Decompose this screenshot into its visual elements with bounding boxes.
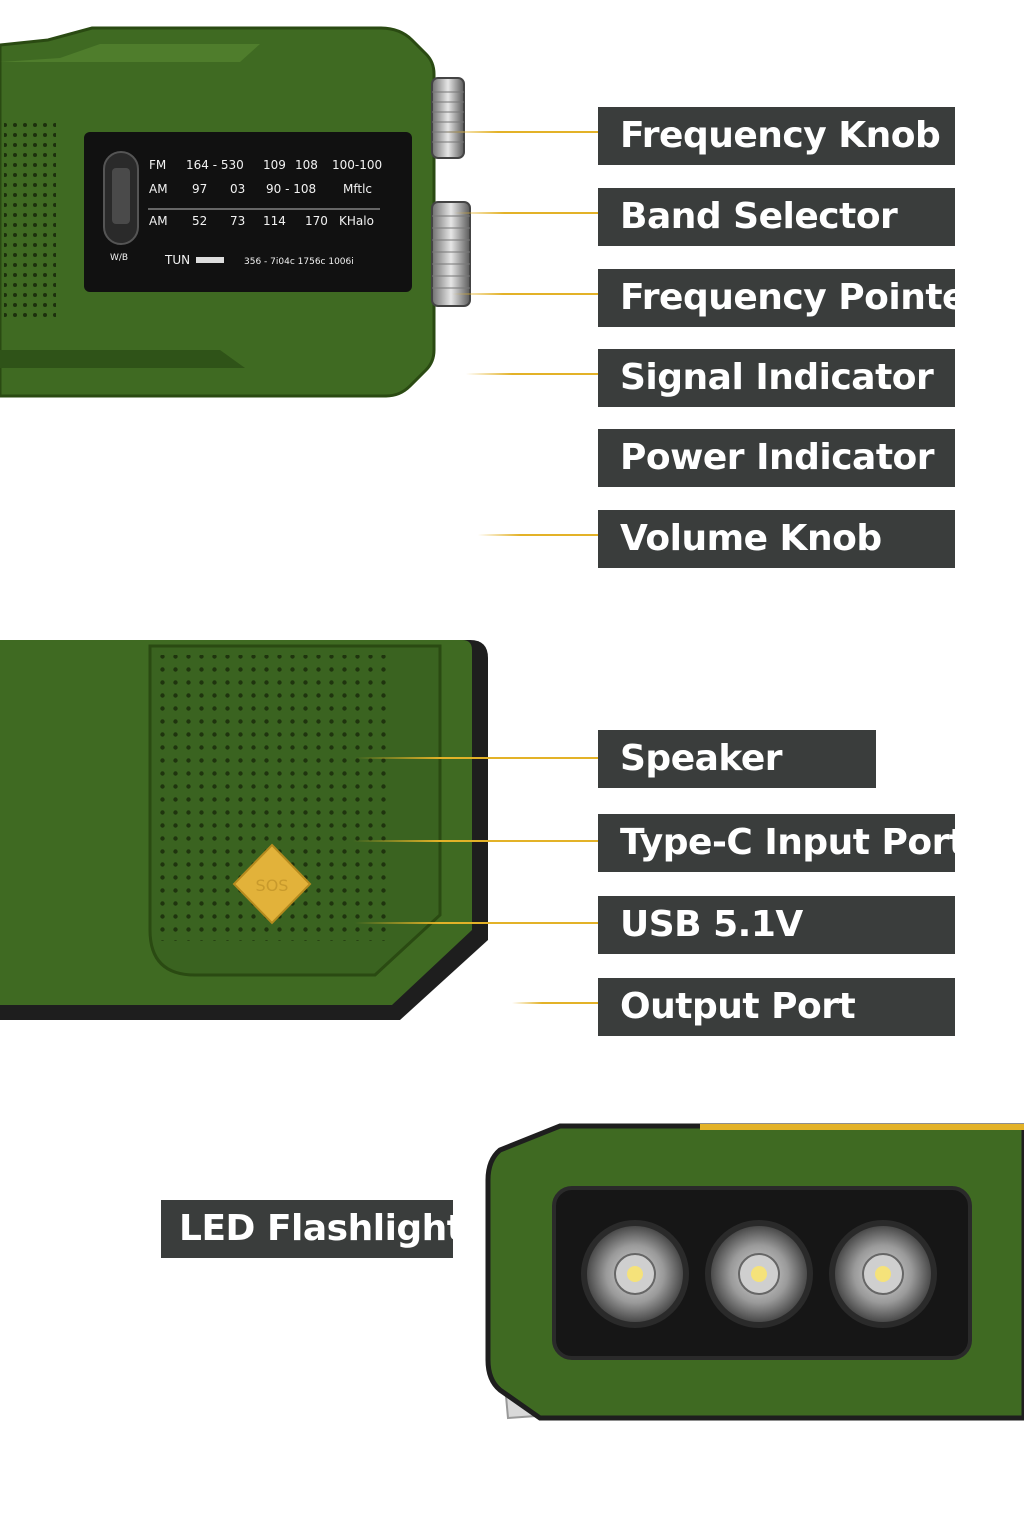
dial-r2-c2: 73 xyxy=(230,214,245,228)
side-speaker-grille xyxy=(4,120,56,320)
leader-type-c-input-port xyxy=(353,840,598,842)
leader-signal-indicator xyxy=(466,373,598,375)
led-lamp-3 xyxy=(829,1220,937,1328)
sos-label: SOS xyxy=(256,876,289,895)
dial-r0-c3: 108 xyxy=(295,158,318,172)
tuning-pointer xyxy=(196,257,224,263)
radio-speaker-view: SOS xyxy=(0,640,488,1020)
label-signal-indicator: Signal Indicator xyxy=(598,349,955,407)
dial-scale-text: FM 164 - 530 109 108 100-100 AM 97 03 90… xyxy=(110,158,382,267)
dial-r2-c5: KHalo xyxy=(339,214,374,228)
dial-r2-c3: 114 xyxy=(263,214,286,228)
dial-r1-c2: 03 xyxy=(230,182,245,196)
leader-volume-knob xyxy=(478,534,598,536)
dial-r0-c1: 164 - 530 xyxy=(186,158,244,172)
leader-frequency-pointer xyxy=(452,293,598,295)
label-frequency-pointer: Frequency Pointer xyxy=(598,269,955,327)
led-lamp-2 xyxy=(705,1220,813,1328)
frequency-knob xyxy=(431,77,465,159)
dial-r2-c0: AM xyxy=(149,214,168,228)
radio-flashlight-view xyxy=(485,1123,1024,1421)
dial-r0-c2: 109 xyxy=(263,158,286,172)
label-speaker: Speaker xyxy=(598,730,876,788)
leader-output-port xyxy=(512,1002,598,1004)
scale-text: 356 - 7i04c 1756c 1006i xyxy=(244,257,354,267)
leader-frequency-knob xyxy=(444,131,598,133)
leader-band-selector xyxy=(454,212,598,214)
label-band-selector: Band Selector xyxy=(598,188,955,246)
switch-label: W/B xyxy=(110,253,128,263)
label-usb: USB 5.1V xyxy=(598,896,955,954)
led-lamp-1 xyxy=(581,1220,689,1328)
label-led-flashlight: LED Flashlight xyxy=(161,1200,453,1258)
label-volume-knob: Volume Knob xyxy=(598,510,955,568)
leader-speaker xyxy=(355,757,598,759)
label-frequency-knob: Frequency Knob xyxy=(598,107,955,165)
leader-usb xyxy=(355,922,598,924)
volume-knob xyxy=(431,201,471,307)
dial-r1-c3: 90 - 108 xyxy=(266,182,316,196)
label-output-port: Output Port xyxy=(598,978,955,1036)
dial-r1-c4: Mftlc xyxy=(343,182,372,196)
frequency-dial-window xyxy=(84,132,412,292)
dial-r2-c1: 52 xyxy=(192,214,207,228)
tune-label: TUN xyxy=(164,253,190,267)
sos-button: SOS xyxy=(232,843,312,925)
dial-r0-c0: FM xyxy=(149,158,166,172)
label-power-indicator: Power Indicator xyxy=(598,429,955,487)
dial-r1-c0: AM xyxy=(149,182,168,196)
dial-r1-c1: 97 xyxy=(192,182,207,196)
label-type-c-input-port: Type-C Input Port xyxy=(598,814,955,872)
dial-r0-c4: 100-100 xyxy=(332,158,382,172)
radio-top-view: FM 164 - 530 109 108 100-100 AM 97 03 90… xyxy=(0,26,471,398)
dial-r2-c4: 170 xyxy=(305,214,328,228)
